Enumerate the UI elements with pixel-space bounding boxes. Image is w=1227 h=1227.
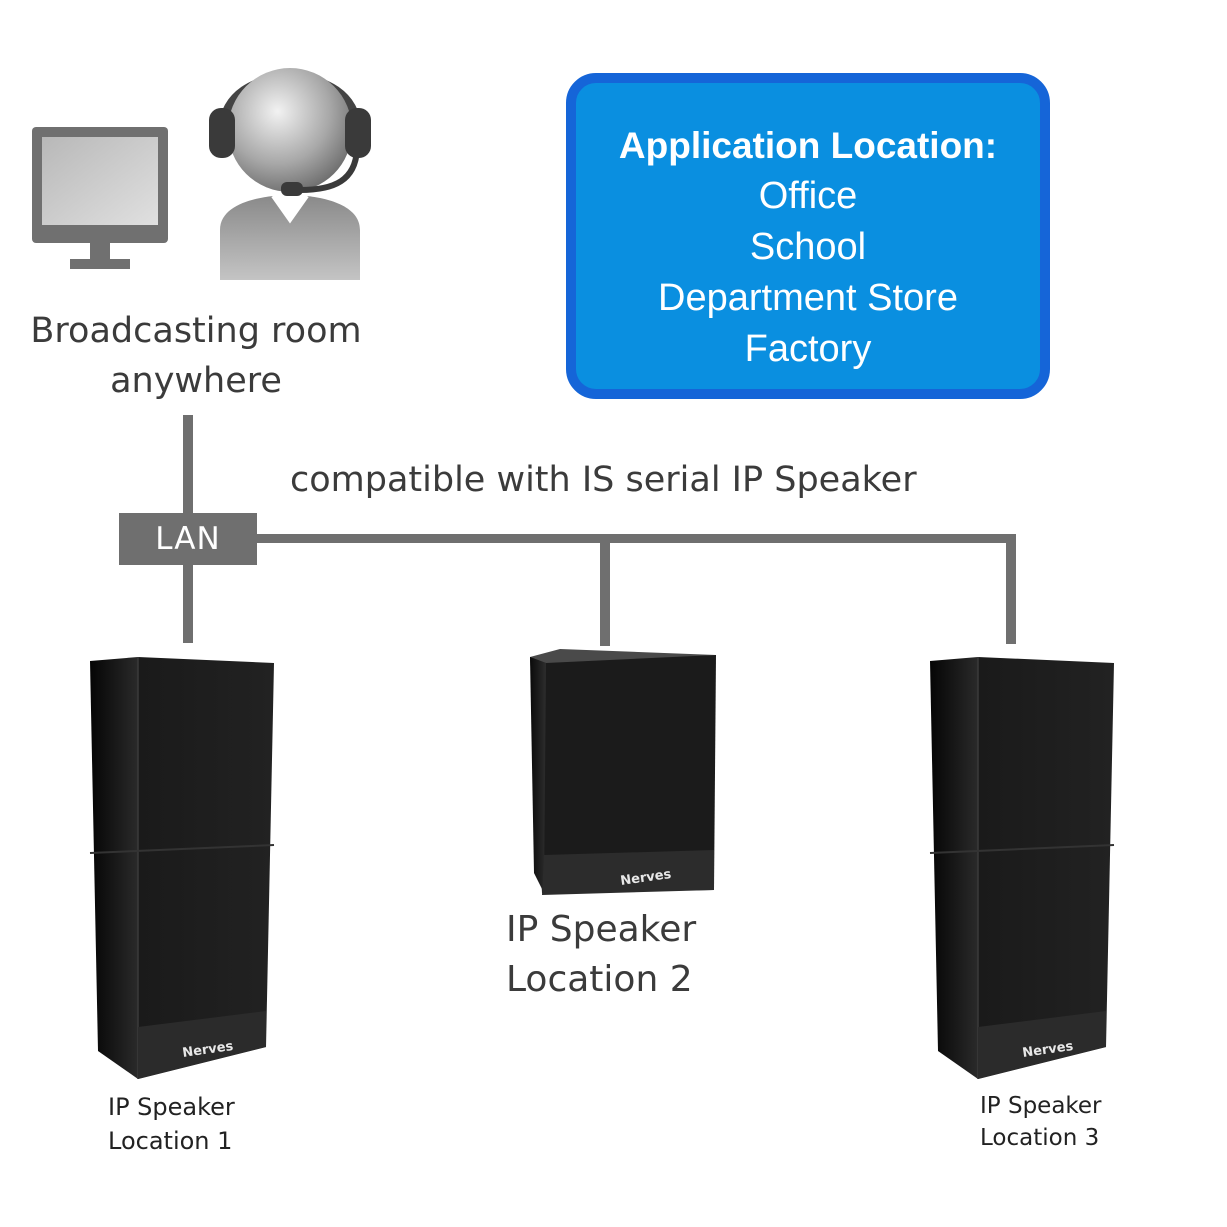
broadcast-line-2: anywhere: [110, 361, 282, 401]
location-item-department-store: Department Store: [658, 277, 958, 319]
application-location-box: Application Location: Office School Depa…: [566, 73, 1050, 399]
svg-text:Nerves: Nerves: [1021, 1039, 1074, 1061]
location-item-factory: Factory: [744, 328, 872, 370]
speaker-1-caption-line-1: IP Speaker: [108, 1093, 235, 1121]
wire-trunk: [255, 534, 1015, 543]
wire-drop-speaker-3: [1006, 534, 1016, 644]
svg-text:Nerves: Nerves: [181, 1039, 234, 1061]
speaker-2-caption-line-1: IP Speaker: [506, 909, 697, 950]
wire-drop-speaker-2: [600, 534, 610, 646]
speaker-1-caption-line-2: Location 1: [108, 1127, 233, 1155]
ip-speaker-3-image: Nerves: [929, 657, 1115, 1079]
compatibility-caption: compatible with IS serial IP Speaker: [290, 460, 917, 500]
speaker-3-caption-line-1: IP Speaker: [980, 1093, 1102, 1119]
broadcast-caption: Broadcasting room anywhere: [10, 306, 382, 406]
speaker-1-caption: IP Speaker Location 1: [108, 1090, 235, 1158]
speaker-3-caption: IP Speaker Location 3: [980, 1090, 1102, 1154]
wire-broadcast-to-lan: [183, 415, 193, 515]
location-item-school: School: [749, 226, 867, 268]
speaker-3-caption-line-2: Location 3: [980, 1125, 1100, 1151]
wire-lan-to-speaker-1: [183, 563, 193, 643]
application-location-title: Application Location:: [618, 125, 998, 166]
speaker-2-caption: IP Speaker Location 2: [506, 905, 696, 1005]
speaker-2-caption-line-2: Location 2: [506, 959, 693, 1000]
computer-monitor-icon: [32, 127, 168, 269]
svg-text:Nerves: Nerves: [619, 867, 672, 889]
ip-speaker-2-image: Nerves: [530, 649, 716, 895]
location-item-office: Office: [758, 175, 858, 217]
ip-speaker-1-image: Nerves: [89, 657, 275, 1079]
broadcast-line-1: Broadcasting room: [30, 311, 362, 351]
operator-headset-icon: [209, 68, 371, 280]
lan-label-box: LAN: [119, 513, 257, 565]
